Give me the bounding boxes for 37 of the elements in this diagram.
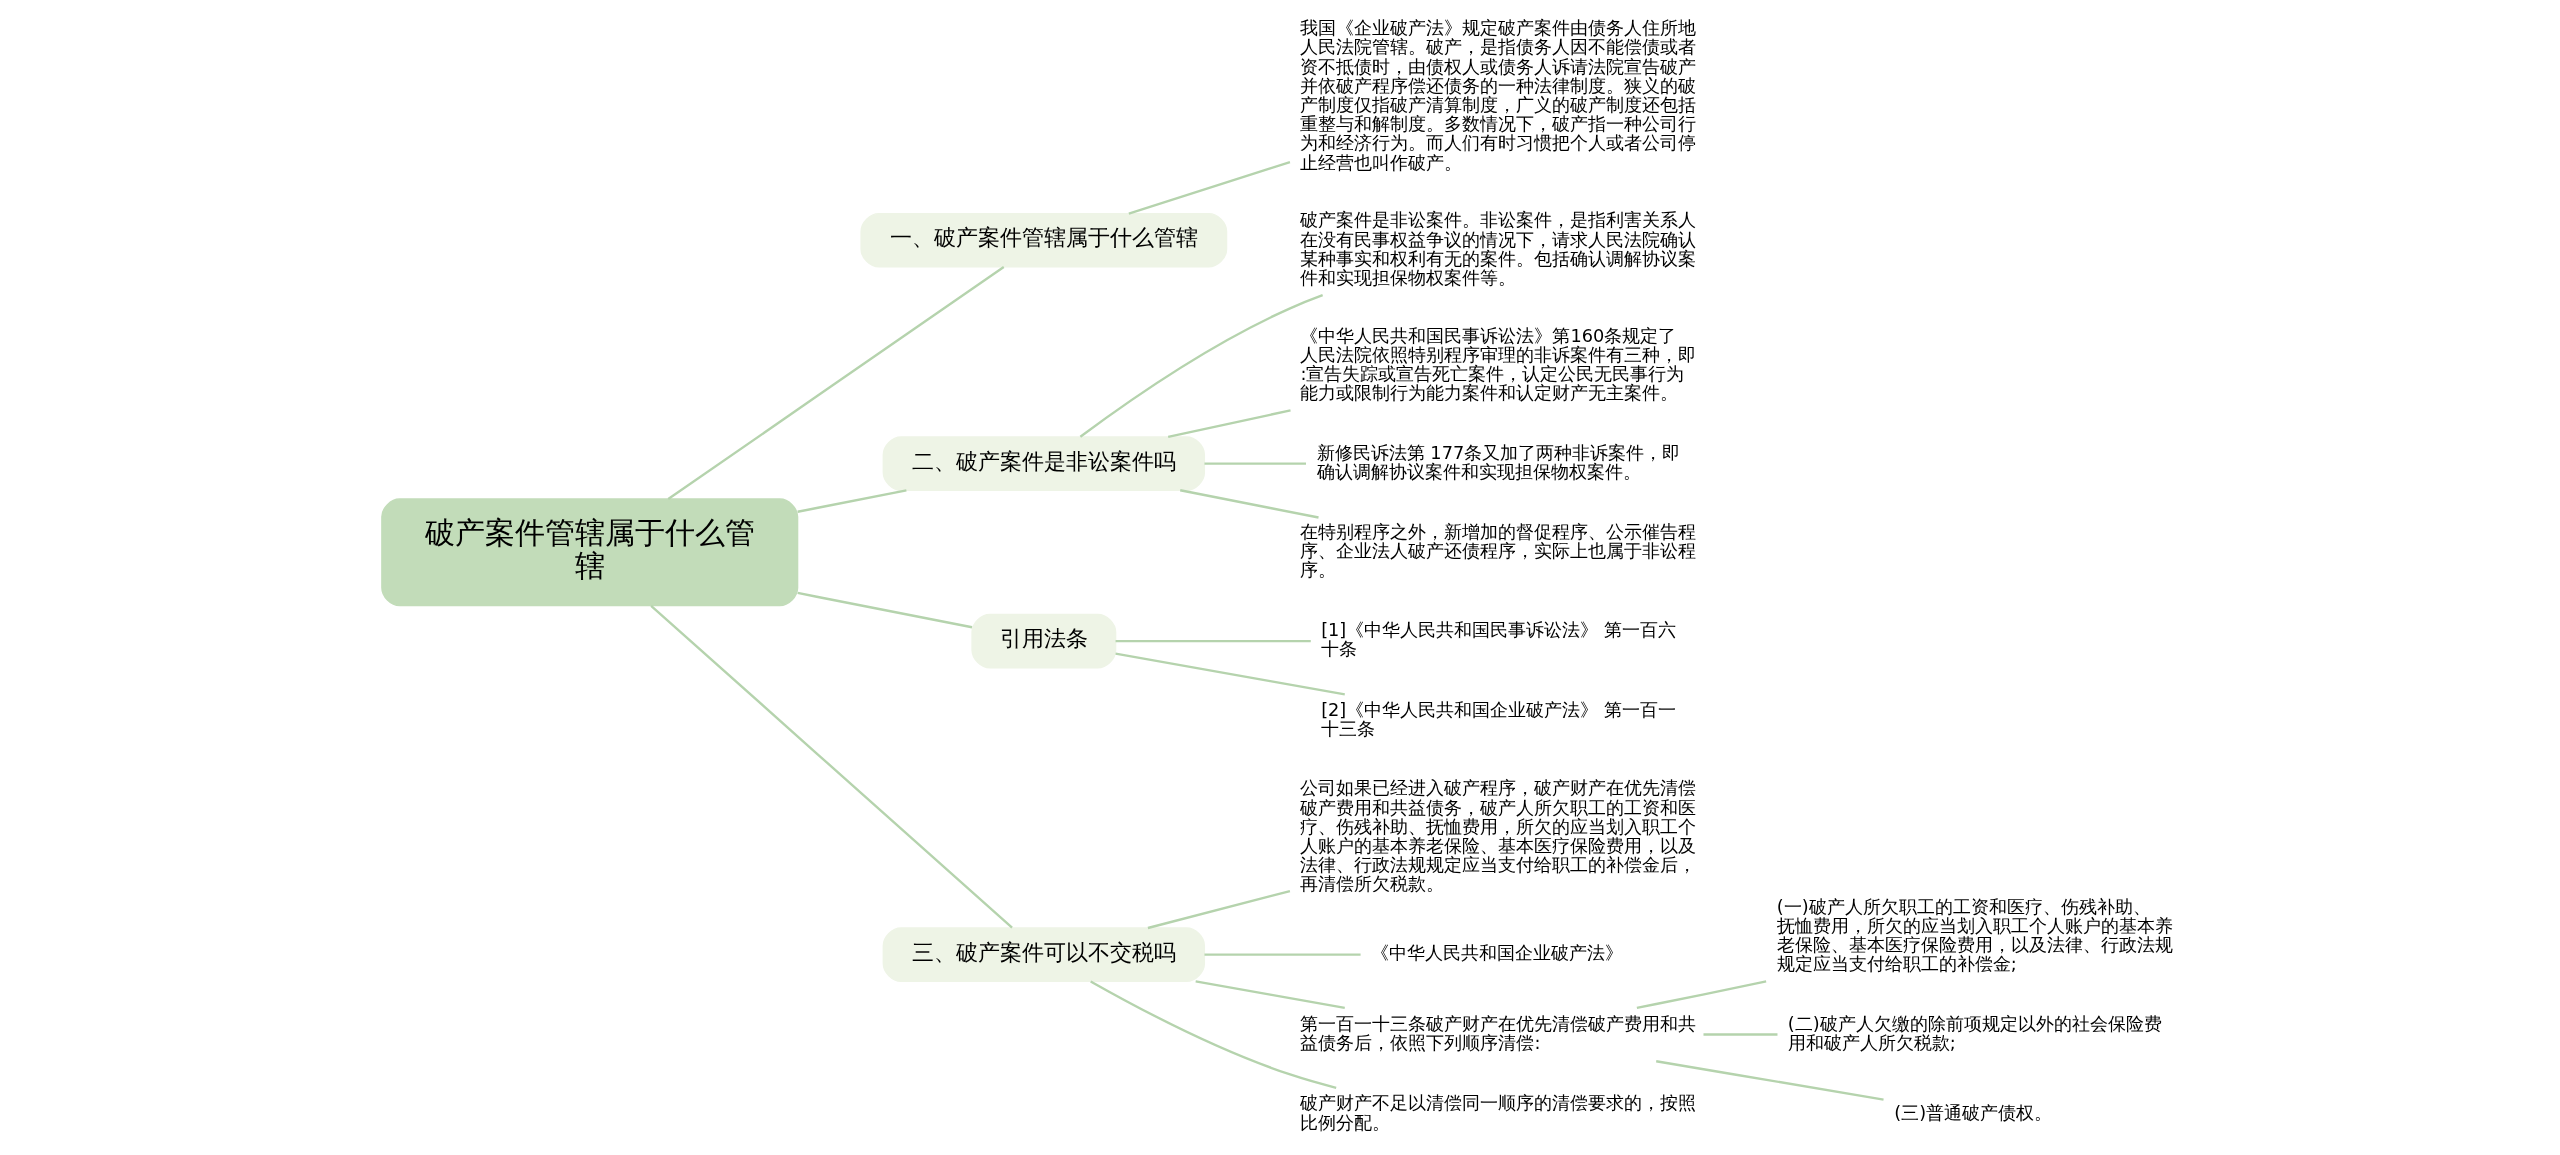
- connector: [1204, 953, 1361, 956]
- connector: [1147, 889, 1290, 930]
- connector: [796, 489, 907, 513]
- connector: [667, 265, 1004, 501]
- node-box: 破产案件管辖属于什么管辖: [380, 498, 798, 607]
- connector: [1089, 980, 1336, 1089]
- connector: [1703, 1033, 1777, 1036]
- node-text: 破产案件是非讼案件。非讼案件，是指利害关系人在没有民事权益争议的情况下，请求人民法院确认某种事实和权利有无的案件。包括确认调解协议案件和实现担保物权案件等。: [1299, 210, 1696, 289]
- connector: [1179, 489, 1319, 519]
- node-box: 三、破产案件可以不交税吗: [882, 927, 1205, 983]
- connector: [1194, 980, 1345, 1010]
- connector: [1204, 462, 1306, 465]
- node-text: 《中华人民共和国企业破产法》: [1370, 943, 1623, 964]
- connector: [1655, 1060, 1884, 1101]
- connector: [1115, 639, 1311, 643]
- connector: [649, 604, 1013, 929]
- connector: [1128, 161, 1290, 215]
- node-text: 新修民诉法第 177条又加了两种非诉案件，即确认调解协议案件和实现担保物权案件。: [1316, 442, 1680, 482]
- node-text: 我国《企业破产法》规定破产案件由债务人住所地人民法院管辖。破产，是指债务人因不能偿债或者资不抵债时，由债权人或债务人诉请法院宣告破产并依破产程序偿还债务的一种法律制度。狭义的破产制度仅指破产清算制度，广义的破产制度还包括重整与和解制度。多数情况下，破产指一种公司行为和经济行为。而人们有时习惯把个人或者公司停止经营也叫作破产。: [1299, 18, 1696, 173]
- connector: [1636, 980, 1766, 1009]
- connector: [1079, 294, 1323, 438]
- connector: [796, 591, 972, 629]
- node-box: 二、破产案件是非讼案件吗: [882, 436, 1205, 491]
- node-text: 在特别程序之外，新增加的督促程序、公示催告程序、企业法人破产还债程序，实际上也属于非讼程序。: [1299, 521, 1696, 581]
- node-text: (一)破产人所欠职工的工资和医疗、伤残补助、抚恤费用，所欠的应当划入职工个人账户的基本养老保险、基本医疗保险费用，以及法律、行政法规规定应当支付给职工的补偿金;: [1776, 896, 2173, 975]
- node-text: 公司如果已经进入破产程序，破产财产在优先清偿破产费用和共益债务，破产人所欠职工的工资和医疗、伤残补助、抚恤费用，所欠的应当划入职工个人账户的基本养老保险、基本医疗保险费用，以及法律、行政法规规定应当支付给职工的补偿金后，再清偿所欠税款。: [1299, 778, 1696, 895]
- connector: [1167, 409, 1291, 439]
- node-text: (二)破产人欠缴的除前项规定以外的社会保险费用和破产人所欠税款;: [1787, 1013, 2162, 1053]
- connector: [1114, 652, 1345, 696]
- node-text: (三)普通破产债权。: [1893, 1103, 2052, 1124]
- node-text: [1]《中华人民共和国民事诉讼法》 第一百六十条: [1320, 620, 1676, 660]
- node-text: 第一百一十三条破产财产在优先清偿破产费用和共益债务后，依照下列顺序清偿:: [1299, 1013, 1696, 1053]
- node-text: 《中华人民共和国民事诉讼法》第160条规定了人民法院依照特别程序审理的非诉案件有三种，即:宣告失踪或宣告死亡案件，认定公民无民事行为能力或限制行为能力案件和认定财产无主案件。: [1299, 325, 1696, 404]
- node-text: 破产财产不足以清偿同一顺序的清偿要求的，按照比例分配。: [1299, 1093, 1696, 1133]
- node-box: 引用法条: [970, 613, 1116, 669]
- node-text: [2]《中华人民共和国企业破产法》 第一百一十三条: [1320, 699, 1676, 740]
- node-box: 一、破产案件管辖属于什么管辖: [859, 212, 1227, 268]
